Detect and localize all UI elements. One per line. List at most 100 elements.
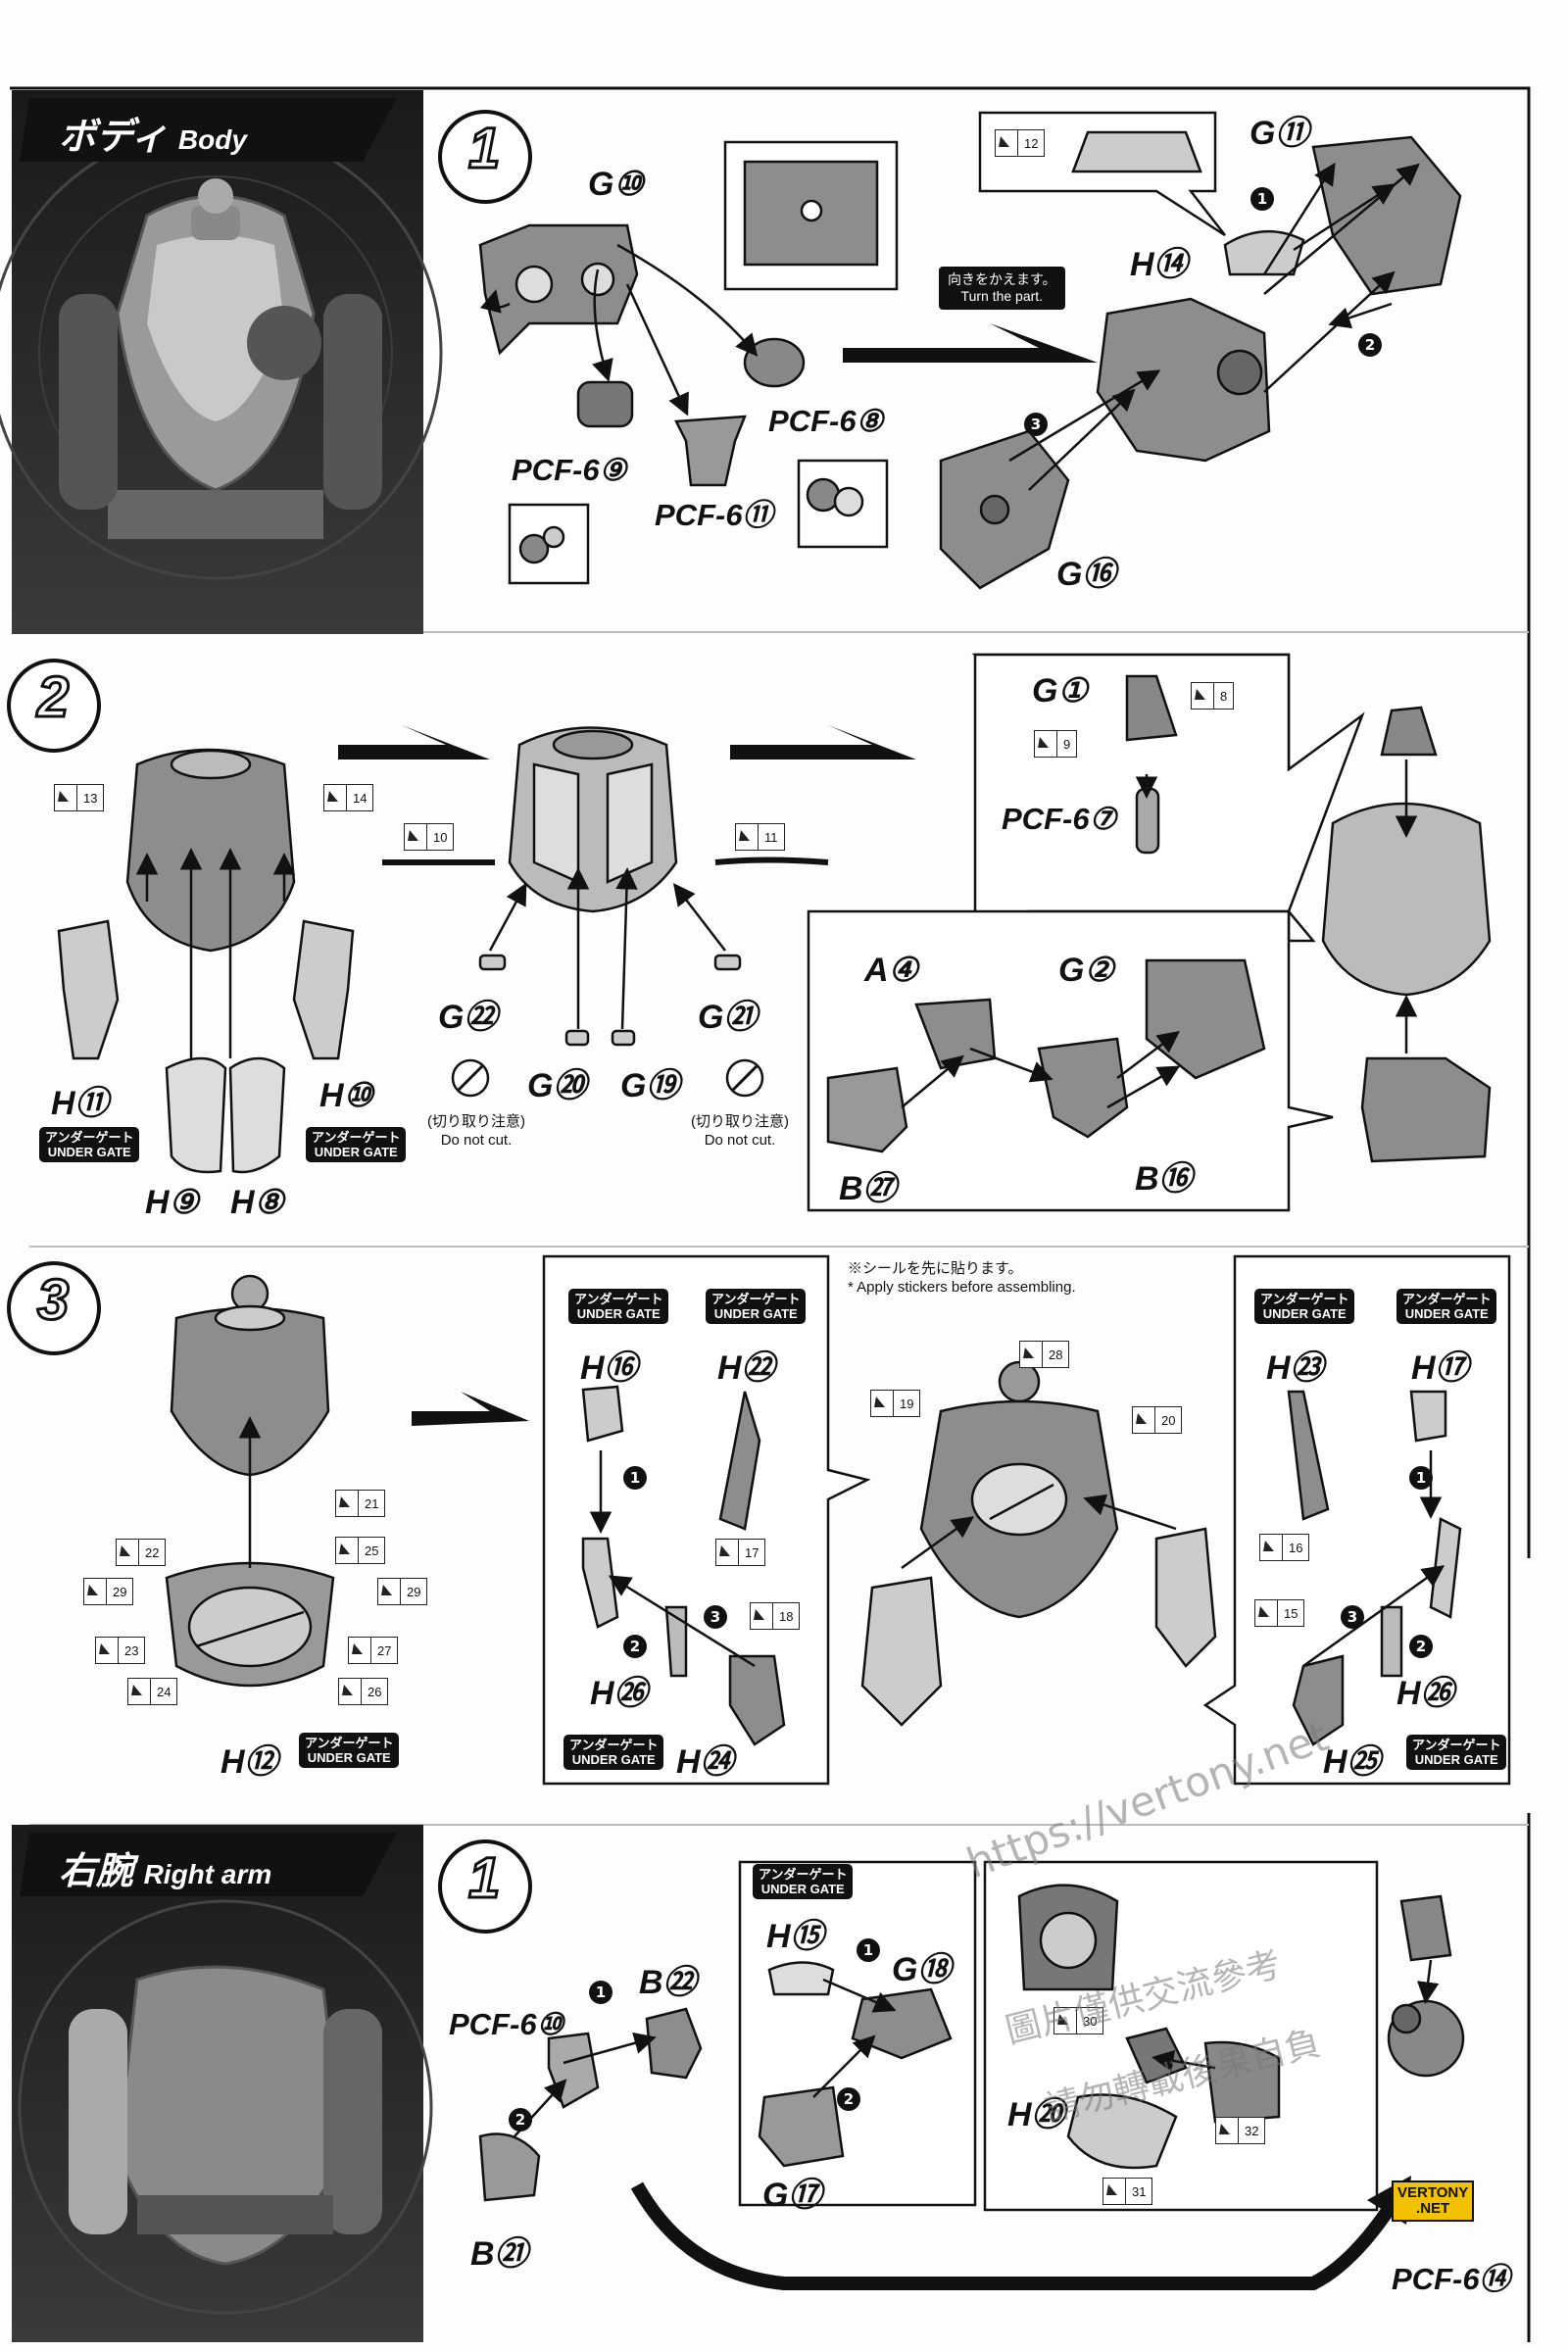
svg-text:2: 2 <box>630 1638 640 1655</box>
part-label-g1: G① <box>1032 672 1088 710</box>
sticker-icon <box>1035 731 1057 757</box>
sticker-icon <box>336 1491 359 1516</box>
step-number-3: 3 <box>35 1267 70 1334</box>
sticker-23: 23 <box>95 1637 146 1664</box>
section-title-body: ボディ Body <box>59 106 247 160</box>
part-label-pcf6-9: PCF-6⑨ <box>512 453 627 487</box>
vertony-badge-logo: VERTONY .NET <box>1392 2180 1475 2222</box>
part-label-h16: H⑯ <box>580 1349 638 1387</box>
sticker-22: 22 <box>116 1539 167 1566</box>
part-label-g18: G⑱ <box>892 1951 952 1988</box>
next-arrow <box>730 725 916 760</box>
svg-text:2: 2 <box>515 2111 525 2129</box>
part-label-g19: G⑲ <box>620 1067 680 1104</box>
do-not-cut-note-left: (切り取り注意)Do not cut. <box>427 1113 525 1149</box>
svg-text:2: 2 <box>844 2090 854 2108</box>
step-number-2: 2 <box>35 664 70 731</box>
sticker-icon <box>55 785 77 810</box>
sticker-9: 9 <box>1034 730 1078 758</box>
part-label-g2: G② <box>1058 952 1114 989</box>
svg-text:2: 2 <box>1416 1638 1426 1655</box>
sticker-8: 8 <box>1191 682 1235 710</box>
part-label-b16: B⑯ <box>1135 1160 1193 1198</box>
sticker-11: 11 <box>735 823 785 851</box>
turn-note-ja: 向きをかえます。 <box>948 271 1056 287</box>
section-title-arm-en: Right arm <box>143 1859 272 1889</box>
svg-text:2: 2 <box>1365 336 1375 354</box>
part-label-h25: H㉕ <box>1323 1743 1381 1781</box>
part-label-h8: H⑧ <box>230 1184 285 1221</box>
body-photo-panel <box>0 90 443 634</box>
sticker-icon <box>716 1540 739 1565</box>
sticker-icon <box>1260 1535 1283 1560</box>
sticker-21: 21 <box>335 1490 386 1517</box>
next-arrow <box>843 323 1098 363</box>
sticker-31: 31 <box>1102 2178 1153 2205</box>
sticker-icon <box>1255 1600 1278 1626</box>
part-label-h17: H⑰ <box>1411 1349 1469 1387</box>
sticker-icon <box>736 824 759 850</box>
sticker-icon <box>349 1638 371 1663</box>
part-label-g22: G㉒ <box>438 999 498 1036</box>
svg-text:3: 3 <box>1031 416 1041 433</box>
sticker-29-left: 29 <box>83 1578 134 1605</box>
sticker-icon <box>871 1391 894 1416</box>
part-label-h22: H㉒ <box>717 1349 775 1387</box>
arm-photo-panel <box>12 1825 433 2342</box>
turn-note-en: Turn the part. <box>960 288 1044 304</box>
sticker-icon <box>84 1579 107 1604</box>
sticker-25: 25 <box>335 1537 386 1564</box>
sticker-14: 14 <box>323 784 374 811</box>
part-label-b21: B㉑ <box>470 2235 528 2273</box>
svg-text:1: 1 <box>863 1941 873 1959</box>
sticker-30: 30 <box>1054 2007 1104 2034</box>
sticker-icon <box>405 824 427 850</box>
sticker-20: 20 <box>1132 1406 1183 1434</box>
svg-text:3: 3 <box>1348 1608 1357 1626</box>
part-label-h9: H⑨ <box>145 1184 200 1221</box>
do-not-cut-note-right: (切り取り注意)Do not cut. <box>691 1113 789 1149</box>
sticker-icon <box>751 1603 773 1629</box>
part-label-h14: H⑭ <box>1130 246 1188 283</box>
part-label-pcf6-14: PCF-6⑭ <box>1392 2262 1510 2296</box>
svg-text:1: 1 <box>596 1984 606 2001</box>
sticker-16: 16 <box>1259 1534 1310 1561</box>
part-label-pcf6-7: PCF-6⑦ <box>1002 802 1117 836</box>
part-label-a4: A④ <box>864 952 919 989</box>
sticker-13: 13 <box>54 784 105 811</box>
sticker-icon <box>128 1679 151 1704</box>
sticker-icon <box>96 1638 119 1663</box>
section-title-body-ja: ボディ <box>59 117 169 158</box>
sticker-28: 28 <box>1019 1341 1070 1368</box>
part-label-g21: G㉑ <box>698 999 758 1036</box>
part-label-h12: H⑫ <box>220 1743 278 1781</box>
section-title-right-arm: 右腕 Right arm <box>59 1840 271 1894</box>
part-label-g11: G⑪ <box>1250 115 1309 152</box>
svg-text:1: 1 <box>1416 1469 1426 1487</box>
part-label-g17: G⑰ <box>762 2177 822 2214</box>
step2-parts <box>57 653 1492 1212</box>
part-label-h11: H⑪ <box>51 1085 109 1122</box>
sticker-17: 17 <box>715 1539 766 1566</box>
part-label-h26-left: H㉖ <box>590 1675 648 1712</box>
part-label-h20: H⑳ <box>1007 2096 1065 2133</box>
sticker-icon <box>996 130 1018 156</box>
sticker-26: 26 <box>338 1678 389 1705</box>
sticker-icon <box>1020 1342 1043 1367</box>
sticker-icon <box>117 1540 139 1565</box>
sticker-29-right: 29 <box>377 1578 428 1605</box>
sticker-icon <box>324 785 347 810</box>
sticker-12: 12 <box>995 129 1046 157</box>
part-label-h10: H⑩ <box>319 1077 374 1114</box>
arm-step1-parts <box>478 1860 1465 2212</box>
part-label-b27: B㉗ <box>839 1170 897 1207</box>
part-label-g16: G⑯ <box>1056 556 1116 593</box>
